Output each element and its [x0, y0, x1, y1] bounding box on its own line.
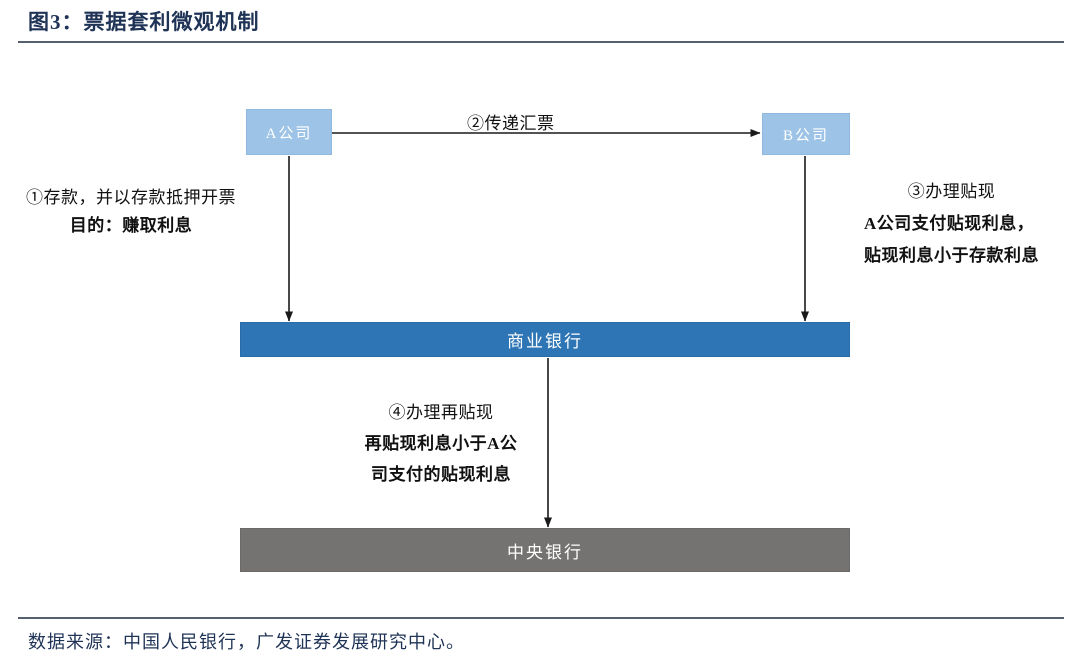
edge-label-rediscount-line-3: 司支付的贴现利息 [371, 465, 511, 484]
edge-label-rediscount: ④办理再贴现 再贴现利息小于A公 司支付的贴现利息 [348, 397, 534, 490]
node-commercial-bank-label: 商业银行 [507, 332, 583, 351]
diagram-connectors [285, 129, 809, 528]
edge-label-discount-line-2: A公司支付贴现利息， [864, 214, 1035, 233]
node-company-a-label: A公司 [265, 125, 313, 142]
node-company-b-label: B公司 [782, 127, 829, 144]
edge-label-discount: ③办理贴现 A公司支付贴现利息， 贴现利息小于存款利息 [864, 176, 1039, 272]
node-company-b[interactable]: B公司 [762, 113, 850, 155]
edge-label-rediscount-line-1: ④办理再贴现 [388, 403, 494, 422]
edge-label-deposit-pledge-line-1: ①存款，并以存款抵押开票 [26, 188, 236, 207]
node-commercial-bank[interactable]: 商业银行 [240, 322, 850, 357]
page-title: 图3：票据套利微观机制 [28, 10, 260, 34]
edge-label-discount-line-3: 贴现利息小于存款利息 [864, 246, 1039, 265]
figure-header: 图3：票据套利微观机制 [0, 0, 1080, 46]
edge-label-rediscount-line-2: 再贴现利息小于A公 [364, 434, 518, 453]
edge-label-deposit-pledge-line-2: 目的：赚取利息 [69, 216, 193, 235]
node-central-bank-label: 中央银行 [507, 542, 583, 562]
edge-label-transfer-bill: ②传递汇票 [467, 109, 555, 134]
source-note: 数据来源：中国人民银行，广发证券发展研究中心。 [28, 632, 465, 652]
footer-divider [18, 617, 1064, 619]
edge-label-deposit-pledge: ①存款，并以存款抵押开票 目的：赚取利息 [26, 184, 236, 240]
node-company-a[interactable]: A公司 [246, 109, 332, 155]
edge-label-discount-line-1: ③办理贴现 [907, 182, 996, 201]
header-divider [18, 41, 1064, 43]
diagram-canvas: A公司 B公司 商业银行 中央银行 ②传递汇票 ①存款，并以存款抵押开票 目的：… [0, 46, 1080, 617]
edge-label-transfer-bill-line-1: ②传递汇票 [467, 114, 555, 133]
node-central-bank[interactable]: 中央银行 [240, 528, 850, 572]
